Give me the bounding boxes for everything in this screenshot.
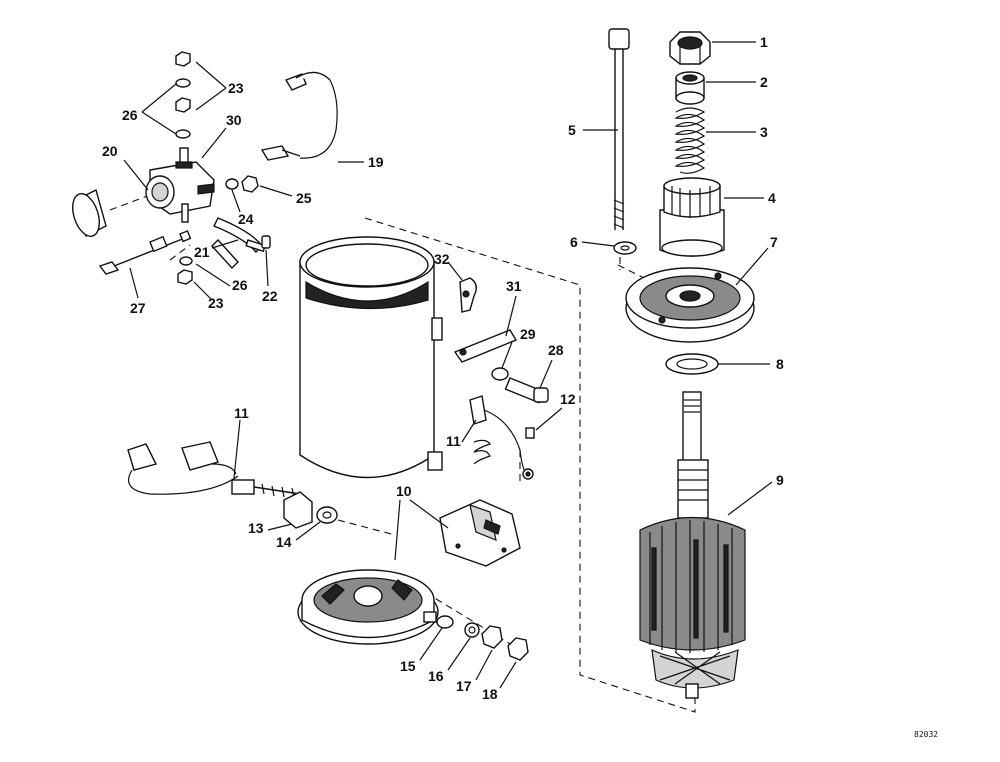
part-label-5: 5 — [568, 122, 576, 138]
part-label-22: 22 — [262, 288, 278, 304]
nut-25 — [241, 175, 259, 193]
washer-24 — [225, 178, 239, 190]
drive-end-cap — [625, 267, 755, 343]
part-label-30: 30 — [226, 112, 242, 128]
anti-drift-spring — [674, 107, 706, 174]
part-label-16: 16 — [428, 668, 444, 684]
part-label-6: 6 — [570, 234, 578, 250]
armature — [639, 391, 746, 699]
part-label-31: 31 — [506, 278, 522, 294]
part-label-13: 13 — [248, 520, 264, 536]
brush-plate — [439, 499, 521, 567]
part-label-18: 18 — [482, 686, 498, 702]
part-label-1: 1 — [760, 34, 768, 50]
leader-lines — [123, 41, 773, 689]
thrust-washer — [665, 353, 719, 375]
part-label-2: 2 — [760, 74, 768, 90]
wire-clip — [459, 277, 477, 313]
part-label-23-top: 23 — [228, 80, 244, 96]
part-label-15: 15 — [400, 658, 416, 674]
terminal-insulator — [283, 491, 313, 529]
starter-frame — [299, 236, 443, 479]
part-label-23-bottom: 23 — [208, 295, 224, 311]
part-label-20: 20 — [102, 143, 118, 159]
part-label-9: 9 — [776, 472, 784, 488]
solenoid-boot — [72, 188, 107, 238]
bolt-washer — [613, 241, 637, 255]
part-label-19: 19 — [368, 154, 384, 170]
pinion-nut — [669, 31, 711, 65]
part-label-12: 12 — [560, 391, 576, 407]
part-label-10: 10 — [396, 483, 412, 499]
part-label-26-bottom: 26 — [232, 277, 248, 293]
brush-bracket — [453, 329, 518, 363]
part-label-14: 14 — [276, 534, 292, 550]
part-label-32: 32 — [434, 251, 450, 267]
insulating-washer — [316, 506, 338, 524]
terminal-bolt — [504, 377, 549, 404]
brush-lead-assembly — [127, 441, 301, 499]
washer-26-lower — [179, 256, 193, 266]
brush-assembly — [469, 395, 535, 480]
battery-cable — [260, 71, 338, 161]
through-bolt — [608, 28, 630, 230]
solenoid-lead — [98, 230, 192, 275]
part-labels: 1 2 3 4 5 6 7 8 9 10 11 11 12 13 14 15 1… — [102, 34, 784, 702]
part-label-3: 3 — [760, 124, 768, 140]
part-label-24: 24 — [238, 211, 254, 227]
pinion-spacer — [675, 71, 705, 105]
terminal-washer — [491, 367, 509, 381]
hardware-stack — [436, 615, 529, 661]
part-label-21: 21 — [194, 244, 210, 260]
solenoid-hardware-top — [175, 51, 191, 139]
part-label-11-right: 11 — [446, 433, 461, 449]
part-label-11-left: 11 — [234, 405, 249, 421]
part-label-4: 4 — [768, 190, 776, 206]
part-label-29: 29 — [520, 326, 536, 342]
bracket-screw — [245, 235, 271, 253]
part-label-28: 28 — [548, 342, 564, 358]
part-label-8: 8 — [776, 356, 784, 372]
part-label-17: 17 — [456, 678, 472, 694]
figure-code: 82032 — [914, 730, 938, 739]
part-label-7: 7 — [770, 234, 778, 250]
part-label-25: 25 — [296, 190, 312, 206]
solenoid — [145, 147, 215, 223]
nut-23-lower — [177, 269, 193, 285]
commutator-end-cap — [297, 569, 439, 645]
pinion-drive — [659, 177, 725, 257]
part-label-26-top: 26 — [122, 107, 138, 123]
part-label-27: 27 — [130, 300, 146, 316]
